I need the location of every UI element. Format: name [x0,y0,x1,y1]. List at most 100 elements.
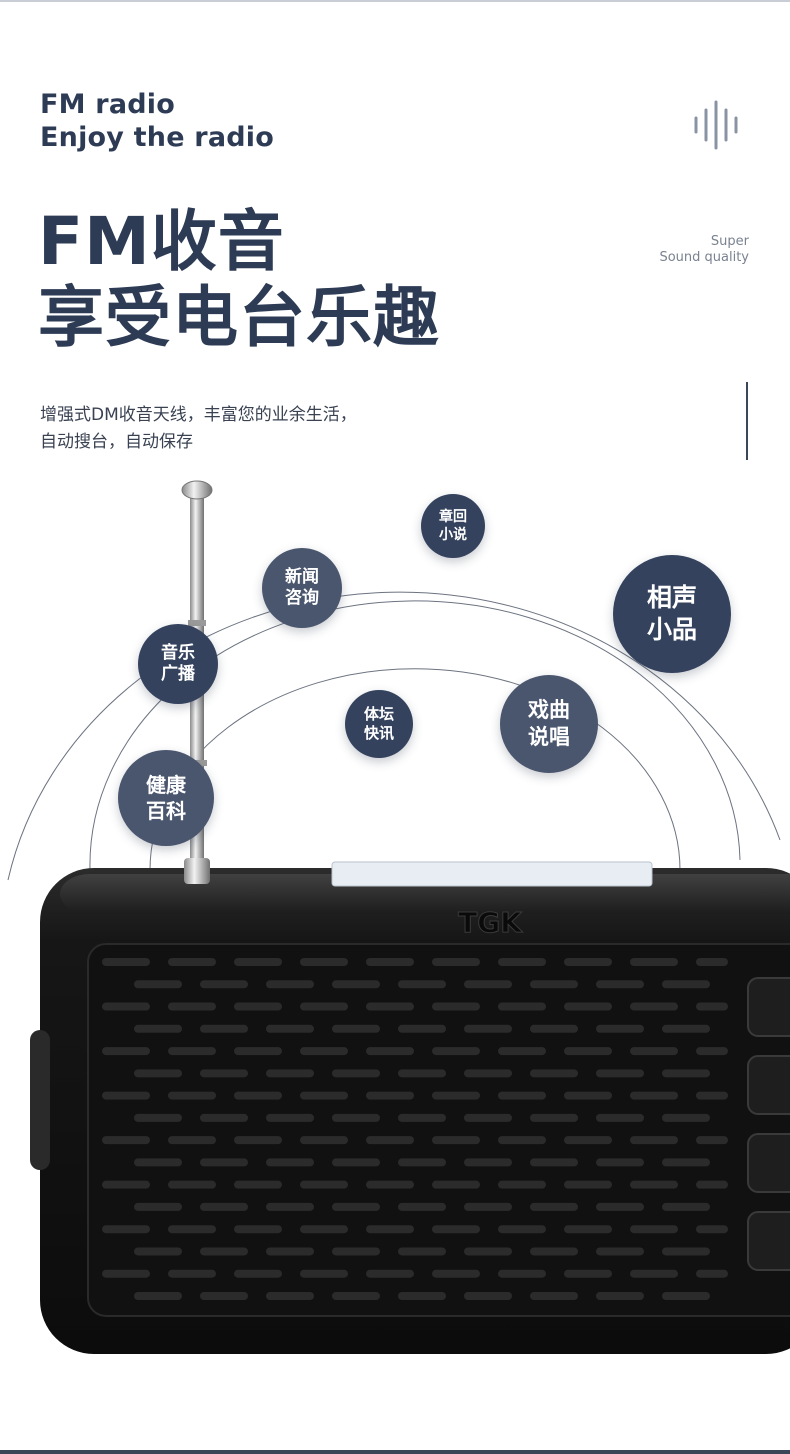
grille-slot [662,1247,710,1256]
grille-slot [630,1225,678,1234]
grille-slot [234,1047,282,1056]
grille-slot [300,1180,348,1189]
grille-slot [464,1202,512,1211]
grille-slot [168,1091,216,1100]
bubble-opera-line-2: 说唱 [528,725,570,749]
signal-arc-outer [7,591,781,881]
grille-slot [266,1158,314,1167]
control-button-4 [747,1211,790,1271]
grille-slot [102,1047,150,1056]
grille-slot [266,980,314,989]
radio-side-knob [30,1030,50,1170]
grille-slot [168,958,216,966]
grille-slot [266,1292,314,1300]
grille-slot [366,1225,414,1234]
grille-slot [530,980,578,989]
grille-slot [662,1202,710,1211]
grille-slot [332,1202,380,1211]
grille-slot [300,1269,348,1278]
grille-slot [696,958,728,966]
grille-slot [398,1202,446,1211]
grille-slot [596,1247,644,1256]
bubble-sports-line-1: 体坛 [363,705,394,723]
grille-slot [630,1269,678,1278]
grille-slot [432,1047,480,1056]
top-divider [0,0,790,2]
description-line-2: 自动搜台，自动保存 [40,432,193,452]
grille-slot [134,1292,182,1300]
english-heading-line-2: Enjoy the radio [40,122,274,153]
chinese-heading: FM收音 享受电台乐趣 [38,204,440,356]
grille-slot [366,1180,414,1189]
grille-slot [530,1247,578,1256]
grille-slot [398,1024,446,1033]
grille-slot [102,1269,150,1278]
antenna-base [184,858,210,884]
grille-slot [134,1247,182,1256]
grille-slot [102,1180,150,1189]
bubble-news: 新闻 咨询 [262,548,342,628]
bubble-music-line-1: 音乐 [161,643,195,663]
grille-slot [662,1113,710,1122]
grille-slot [398,1247,446,1256]
grille-slot [662,1069,710,1078]
grille-slot [432,1180,480,1189]
control-button-1 [747,977,790,1037]
english-heading: FM radio Enjoy the radio [40,88,274,154]
grille-slot [266,1202,314,1211]
radio-display-window [331,861,653,887]
grille-slot [630,1091,678,1100]
grille-slot [464,1158,512,1167]
grille-slots [102,958,728,1300]
grille-slot [662,980,710,989]
grille-slot [696,1047,728,1056]
bubble-opera: 戏曲 说唱 [500,675,598,773]
grille-slot [168,1225,216,1234]
grille-slot [530,1024,578,1033]
grille-slot [564,1269,612,1278]
grille-slot [498,1225,546,1234]
sound-quality-label: Super Sound quality [659,234,749,266]
grille-slot [564,1136,612,1145]
grille-slot [168,1269,216,1278]
grille-slot [432,1002,480,1011]
english-heading-line-1: FM radio [40,89,175,120]
grille-slot [464,1069,512,1078]
speaker-grille [87,943,790,1317]
grille-slot [398,980,446,989]
bubble-novel: 章回 小说 [421,494,485,558]
grille-slot [530,1158,578,1167]
sound-quality-line-1: Super [710,234,749,249]
grille-slot [366,1269,414,1278]
bubble-novel-line-1: 章回 [439,509,467,525]
grille-slot [464,1247,512,1256]
brand-logo: TGK [458,906,523,939]
grille-slot [266,1024,314,1033]
grille-slot [498,1002,546,1011]
grille-slot [200,1292,248,1300]
grille-slot [200,1158,248,1167]
grille-slot [234,1091,282,1100]
grille-slot [102,1091,150,1100]
grille-slot [630,1136,678,1145]
grille-slot [300,1091,348,1100]
control-button-2 [747,1055,790,1115]
bubble-crosstalk: 相声 小品 [613,555,731,673]
grille-slot [696,1180,728,1189]
grille-slot [564,1180,612,1189]
grille-slot [168,1180,216,1189]
grille-slot [332,1292,380,1300]
bubble-sports-line-2: 快讯 [363,724,394,742]
bubble-sports: 体坛 快讯 [345,690,413,758]
grille-slot [234,958,282,966]
grille-slot [332,1247,380,1256]
grille-slot [696,1136,728,1145]
bubble-health-line-2: 百科 [146,799,186,823]
signal-arc-inner [149,668,681,871]
grille-slot [464,1292,512,1300]
grille-slot [498,1091,546,1100]
bubble-news-line-2: 咨询 [285,588,319,608]
grille-slot [134,980,182,989]
grille-slot [662,1292,710,1300]
grille-slot [332,1024,380,1033]
